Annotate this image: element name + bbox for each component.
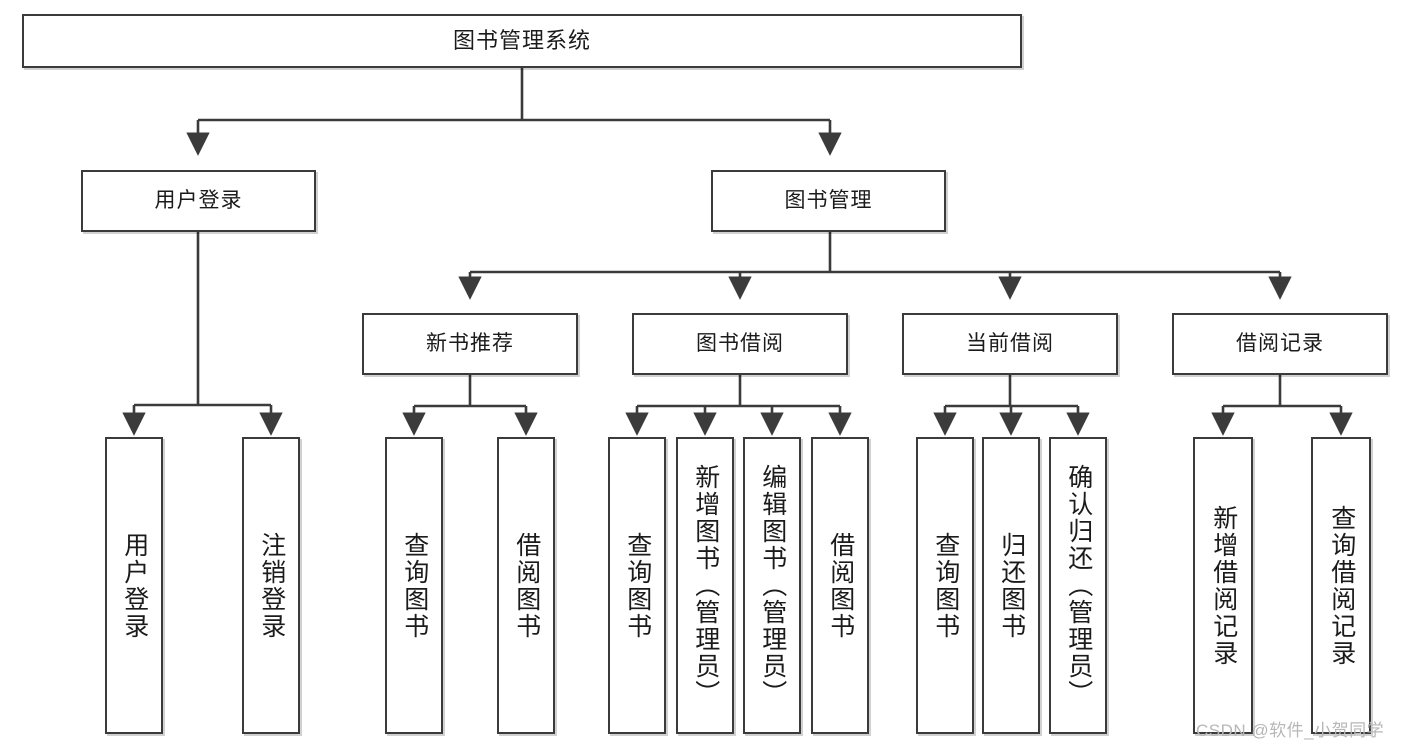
leaf-book-borrow-edit-admin[interactable]: 编辑图书（管理员）	[743, 437, 801, 734]
leaf-new-book-borrow[interactable]: 借阅图书	[497, 437, 555, 734]
node-user-login[interactable]: 用户登录	[81, 170, 316, 232]
leaf-current-borrow-return[interactable]: 归还图书	[982, 437, 1040, 734]
leaf-book-borrow-query[interactable]: 查询图书	[608, 437, 666, 734]
leaf-borrow-record-add[interactable]: 新增借阅记录	[1193, 437, 1253, 734]
node-root-book-management-system[interactable]: 图书管理系统	[22, 14, 1022, 68]
node-current-borrow[interactable]: 当前借阅	[902, 313, 1118, 375]
node-new-book-recommend[interactable]: 新书推荐	[362, 313, 578, 375]
leaf-book-borrow-add-admin[interactable]: 新增图书（管理员）	[676, 437, 734, 734]
node-borrow-records[interactable]: 借阅记录	[1172, 313, 1388, 375]
leaf-new-book-query[interactable]: 查询图书	[385, 437, 443, 734]
node-book-management[interactable]: 图书管理	[711, 170, 946, 232]
leaf-current-borrow-query[interactable]: 查询图书	[916, 437, 974, 734]
leaf-user-login-signin[interactable]: 用户登录	[105, 437, 163, 734]
leaf-borrow-record-query[interactable]: 查询借阅记录	[1311, 437, 1371, 734]
watermark: CSDN @软件_小贺同学	[1196, 721, 1385, 740]
leaf-current-borrow-confirm-return-admin[interactable]: 确认归还（管理员）	[1049, 437, 1107, 734]
node-book-borrow[interactable]: 图书借阅	[632, 313, 848, 375]
leaf-book-borrow-lend[interactable]: 借阅图书	[811, 437, 869, 734]
leaf-user-login-logout[interactable]: 注销登录	[242, 437, 300, 734]
